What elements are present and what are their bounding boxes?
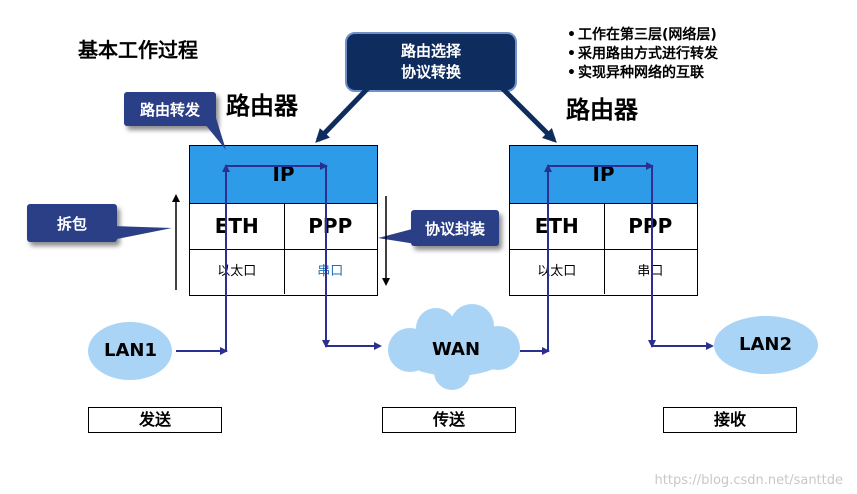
- cloud-wan: [388, 304, 520, 390]
- router-left-eth: ETH: [190, 204, 285, 250]
- router-right: IP ETH PPP 以太口 串口: [509, 145, 698, 296]
- flow-path-left: [176, 165, 380, 352]
- stage-send: 发送: [88, 407, 222, 433]
- routing-protocol-box: 路由选择 协议转换: [345, 32, 517, 92]
- feature-bullets: 工作在第三层(网络层) 采用路由方式进行转发 实现异种网络的互联: [567, 26, 718, 83]
- top-box-line1: 路由选择: [400, 42, 461, 60]
- stage-receive: 接收: [663, 407, 797, 433]
- callout-encapsulation: 协议封装: [411, 210, 499, 246]
- router-right-ethernet-port: 以太口: [510, 250, 605, 294]
- router-left-ip-layer: IP: [190, 146, 377, 204]
- callout-encap-tail: [378, 228, 416, 244]
- arrow-to-left-router: [315, 84, 372, 143]
- callout-forward-tail: [200, 118, 226, 150]
- stage-transmit: 传送: [382, 407, 516, 433]
- router-left-ppp: PPP: [283, 204, 377, 250]
- page-title: 基本工作过程: [78, 38, 198, 62]
- cloud-lan1: [88, 322, 172, 380]
- bullet-item: 实现异种网络的互联: [567, 64, 718, 83]
- router-left-serial-port: 串口: [317, 264, 344, 279]
- router-right-serial-port: 串口: [637, 264, 664, 279]
- router-right-ip-layer: IP: [510, 146, 697, 204]
- callout-unpack-tail: [112, 226, 172, 240]
- router-left: IP ETH PPP 以太口 串口: [189, 145, 378, 296]
- router-right-ppp: PPP: [603, 204, 697, 250]
- lan2-label: LAN2: [739, 334, 792, 355]
- bullet-item: 采用路由方式进行转发: [567, 45, 718, 64]
- cloud-lan2: [714, 316, 818, 374]
- watermark: https://blog.csdn.net/santtde: [654, 473, 843, 488]
- top-box-line2: 协议转换: [400, 63, 461, 81]
- router-left-label: 路由器: [226, 92, 298, 120]
- wan-label: WAN: [432, 339, 481, 360]
- router-right-label: 路由器: [566, 96, 638, 124]
- callout-unpack: 拆包: [27, 204, 117, 242]
- router-right-eth: ETH: [510, 204, 605, 250]
- bullet-item: 工作在第三层(网络层): [567, 26, 718, 45]
- arrow-to-right-router: [498, 84, 557, 143]
- callout-route-forward: 路由转发: [124, 92, 216, 126]
- lan1-label: LAN1: [104, 340, 157, 361]
